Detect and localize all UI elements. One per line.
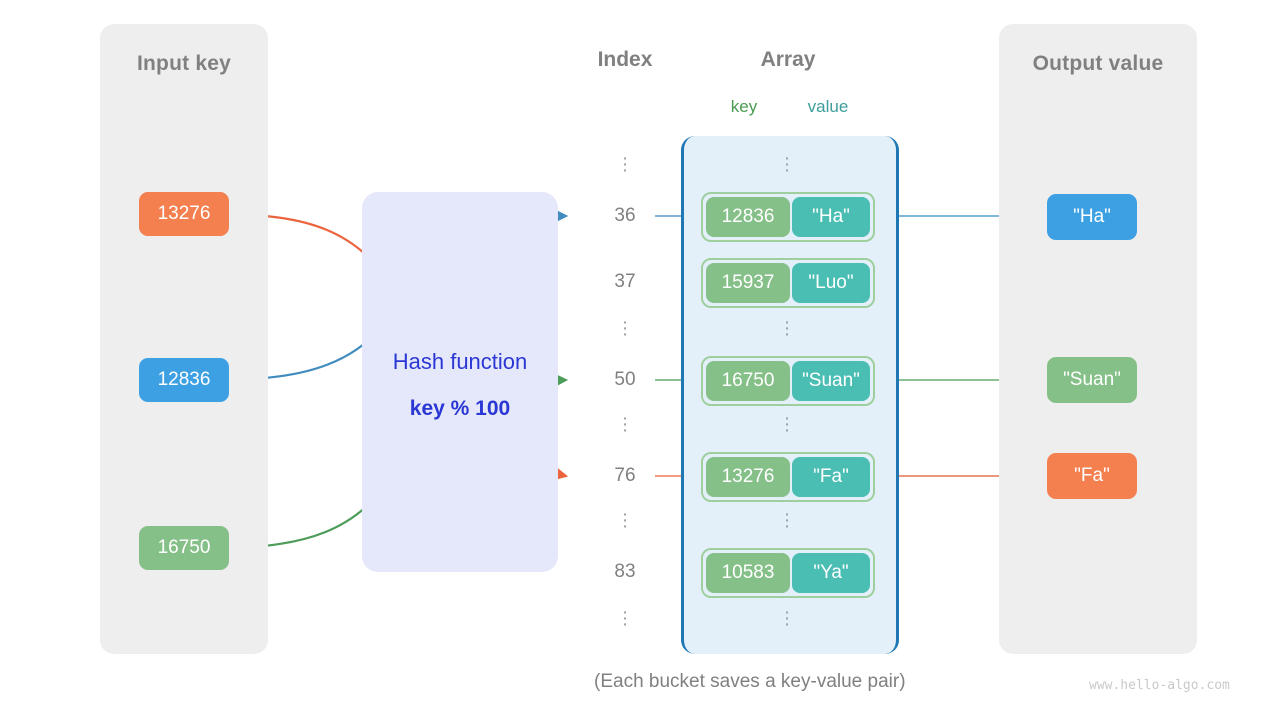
bucket-value-label: "Ha" (812, 206, 850, 227)
bucket-value-cell: "Luo" (792, 263, 870, 303)
bucket-row[interactable]: 12836 "Ha" (701, 192, 875, 242)
hash-function-label: Hash function (392, 349, 528, 374)
bucket-value-label: "Luo" (808, 272, 854, 293)
bucket-value-label: "Suan" (802, 370, 860, 391)
input-key-title: Input key (137, 52, 231, 75)
array-ellipsis-top: ··· (783, 148, 791, 181)
index-ellipsis-4: ··· (621, 504, 629, 537)
output-value-chip-fa[interactable]: "Fa" (1047, 453, 1137, 499)
bucket-value-cell: "Suan" (792, 361, 870, 401)
output-value-chip-ha[interactable]: "Ha" (1047, 194, 1137, 240)
bucket-key-cell: 13276 (706, 457, 790, 497)
bucket-row[interactable]: 13276 "Fa" (701, 452, 875, 502)
bucket-key-label: 10583 (721, 562, 775, 583)
bucket-row[interactable]: 15937 "Luo" (701, 258, 875, 308)
index-label-50: 50 (614, 369, 636, 390)
bucket-key-cell: 10583 (706, 553, 790, 593)
array-ellipsis-3: ··· (783, 408, 791, 441)
output-value-title: Output value (1032, 52, 1164, 75)
input-key-chip-label: 13276 (157, 203, 211, 224)
array-ellipsis-4: ··· (783, 504, 791, 537)
input-key-chip-label: 12836 (157, 369, 211, 390)
bucket-value-cell: "Fa" (792, 457, 870, 497)
bucket-key-cell: 16750 (706, 361, 790, 401)
hash-function-box: Hash function key % 100 (362, 192, 558, 572)
index-label-36: 36 (614, 205, 636, 226)
bucket-value-label: "Fa" (813, 466, 849, 487)
input-key-chip-12836[interactable]: 12836 (139, 358, 229, 402)
array-ellipsis-2: ··· (783, 312, 791, 345)
output-value-chip-label: "Fa" (1074, 465, 1110, 486)
bucket-key-label: 15937 (721, 272, 775, 293)
bucket-row[interactable]: 10583 "Ya" (701, 548, 875, 598)
bucket-key-cell: 15937 (706, 263, 790, 303)
value-sub-header: value (807, 97, 849, 116)
bucket-key-cell: 12836 (706, 197, 790, 237)
index-label-83: 83 (614, 561, 636, 582)
output-value-chip-label: "Suan" (1063, 369, 1121, 390)
index-ellipsis-top: ··· (621, 148, 629, 181)
diagram-caption: (Each bucket saves a key-value pair) (594, 671, 906, 692)
array-column-header: Array (760, 48, 816, 71)
index-ellipsis-2: ··· (621, 312, 629, 345)
input-key-chip-13276[interactable]: 13276 (139, 192, 229, 236)
bucket-key-label: 12836 (721, 206, 775, 227)
bucket-value-label: "Ya" (813, 562, 849, 583)
index-label-37: 37 (614, 271, 636, 292)
key-sub-header: key (730, 97, 758, 116)
index-label-76: 76 (614, 465, 636, 486)
output-value-chip-label: "Ha" (1073, 206, 1111, 227)
bucket-row[interactable]: 16750 "Suan" (701, 356, 875, 406)
bucket-value-cell: "Ya" (792, 553, 870, 593)
input-key-chip-16750[interactable]: 16750 (139, 526, 229, 570)
bucket-key-label: 16750 (721, 370, 775, 391)
site-watermark: www.hello-algo.com (1089, 678, 1230, 693)
bucket-value-cell: "Ha" (792, 197, 870, 237)
bucket-key-label: 13276 (721, 466, 775, 487)
output-value-chip-suan[interactable]: "Suan" (1047, 357, 1137, 403)
input-key-chip-label: 16750 (157, 537, 211, 558)
index-ellipsis-bottom: ··· (621, 602, 629, 635)
output-value-panel: Output value (999, 24, 1197, 654)
index-ellipsis-3: ··· (621, 408, 629, 441)
array-ellipsis-bottom: ··· (783, 602, 791, 635)
hash-function-formula: key % 100 (409, 397, 511, 420)
index-column-header: Index (597, 48, 653, 71)
